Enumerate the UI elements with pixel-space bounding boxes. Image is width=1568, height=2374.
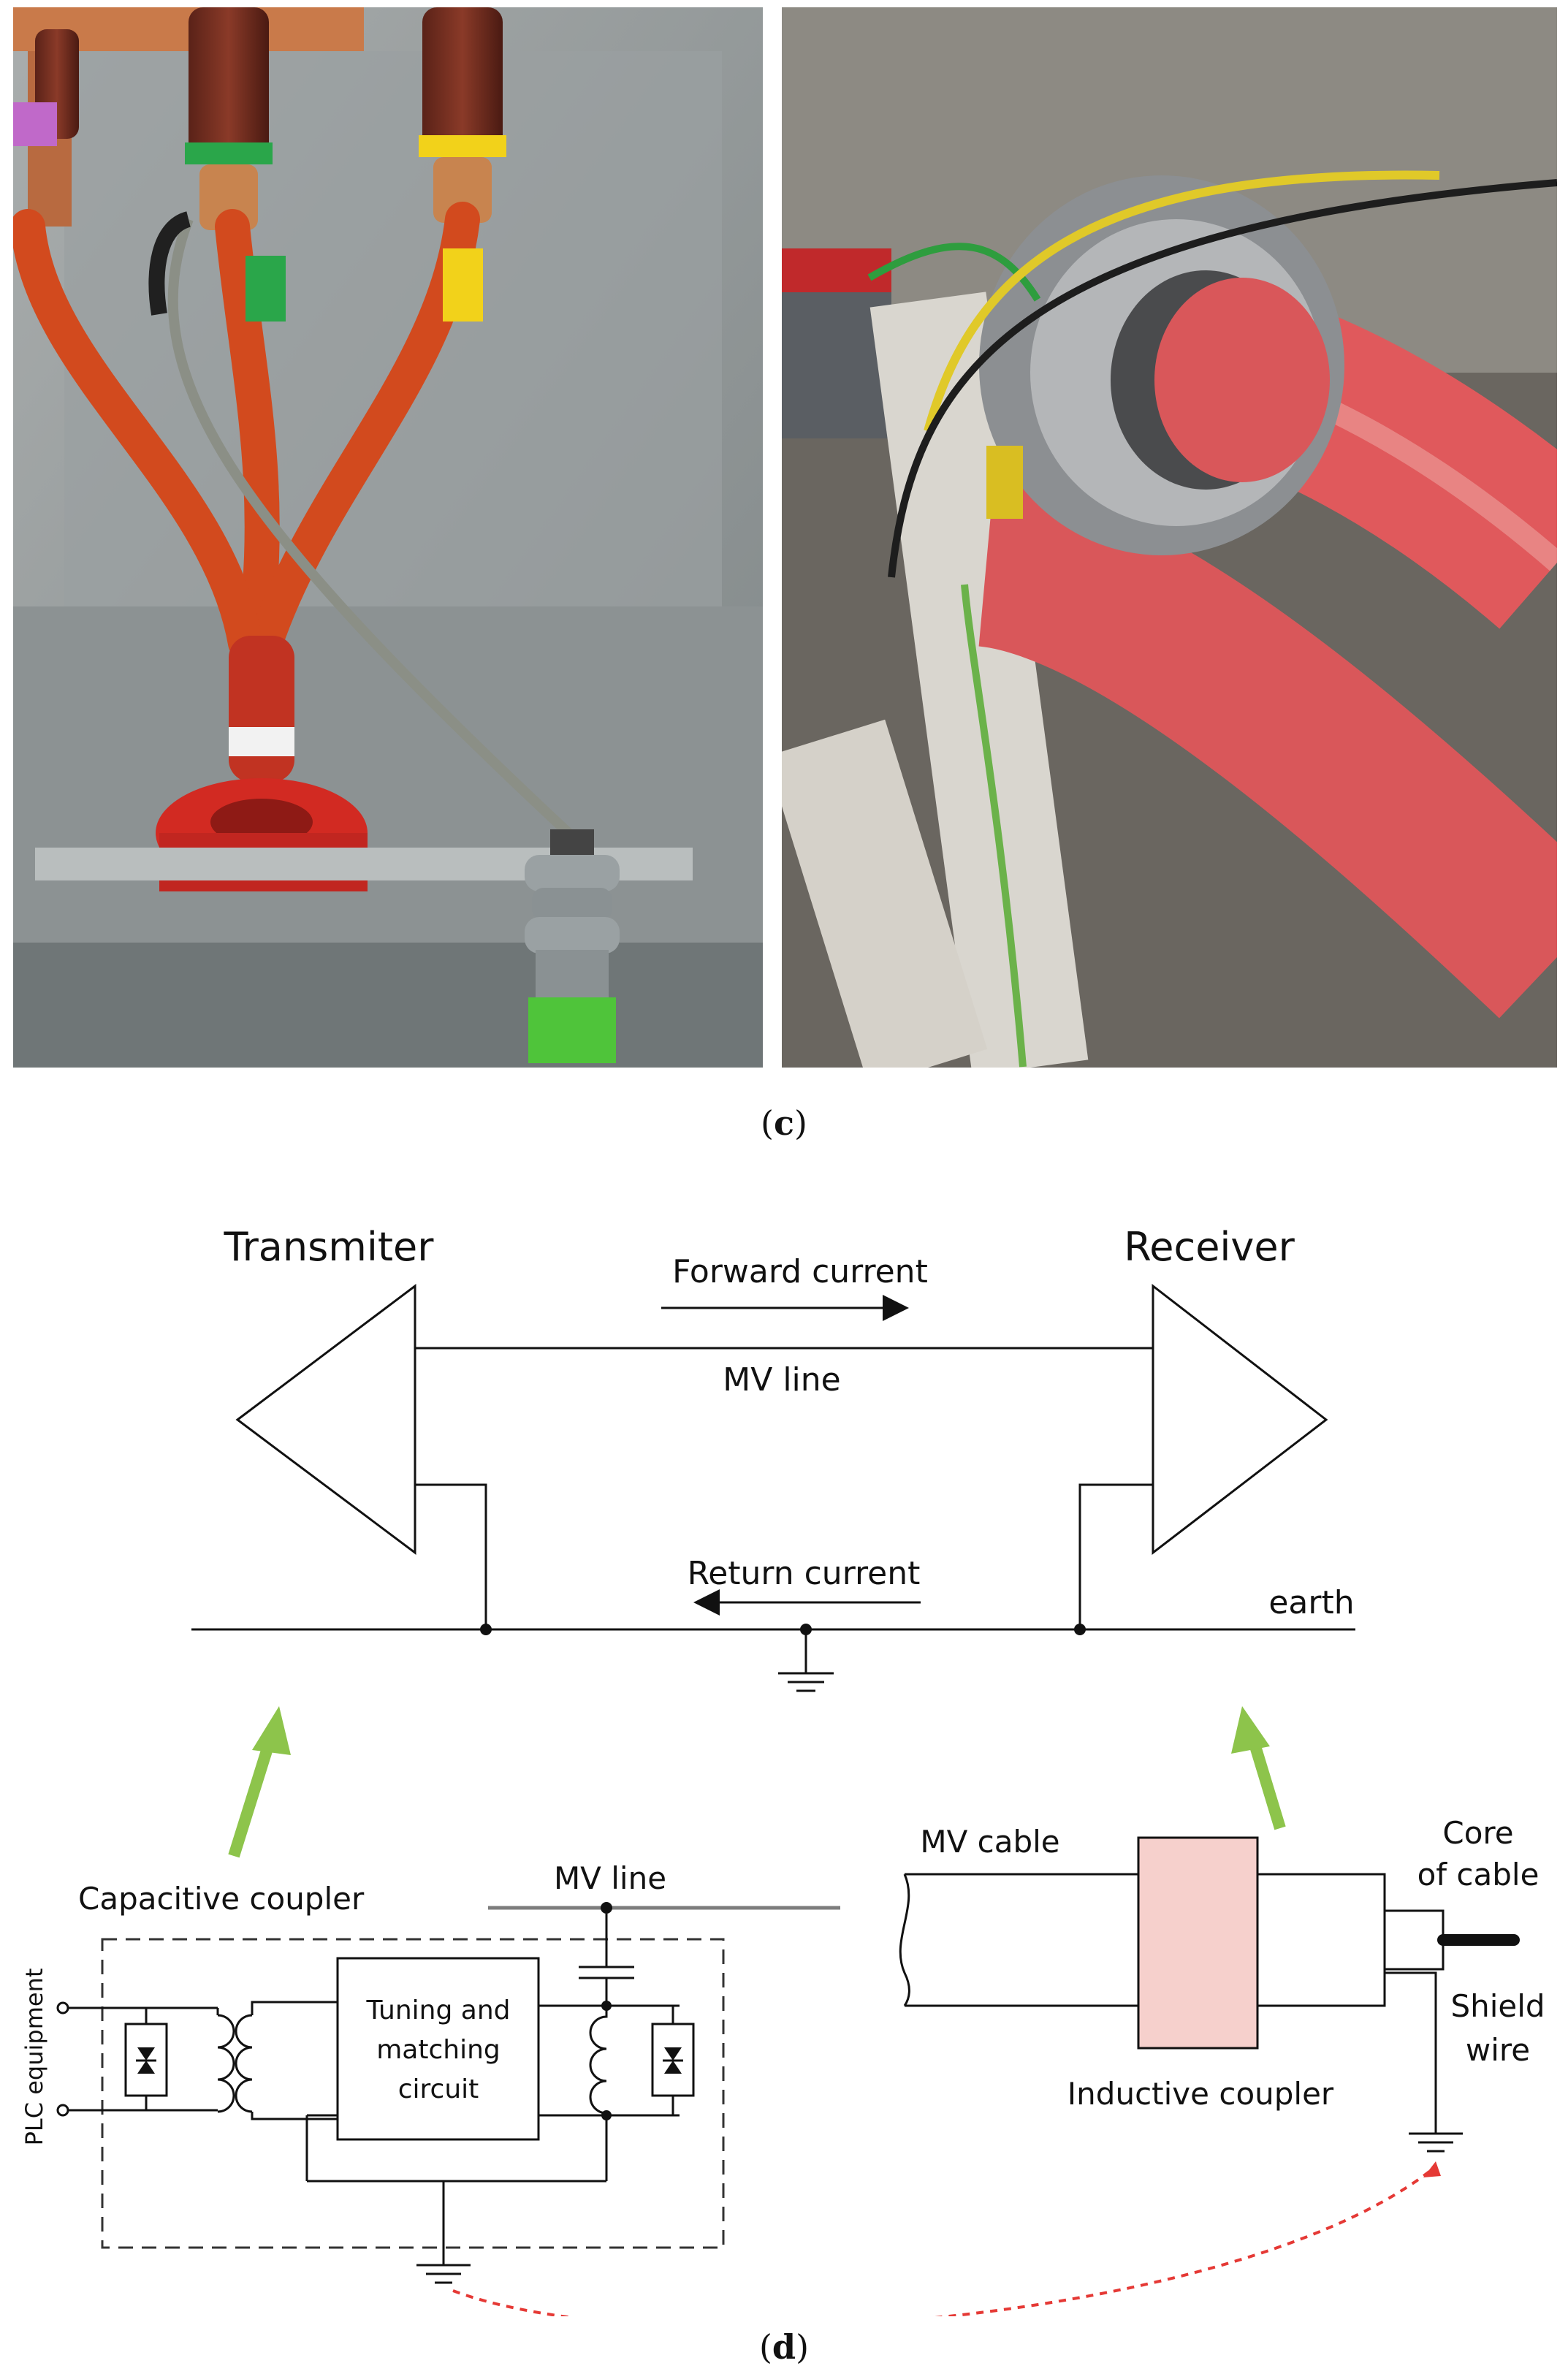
capacitive-coupler-title: Capacitive coupler: [78, 1881, 365, 1917]
receiver-label: Receiver: [1124, 1224, 1295, 1270]
ground-connection-dotted: [452, 2165, 1437, 2316]
transformer-icon: [216, 2001, 338, 2120]
shield-label-2: wire: [1466, 2032, 1530, 2068]
transmitter-triangle: [235, 1283, 416, 1555]
inductive-coupler-photo: [782, 7, 1557, 1068]
return-current-label: Return current: [688, 1555, 921, 1592]
inductive-coupler-body: [1137, 1836, 1259, 2050]
shield-label-1: Shield: [1450, 1988, 1545, 2024]
mv-cable-label: MV cable: [920, 1824, 1059, 1860]
tuning-matching-box: [336, 1957, 540, 2141]
green-arrow-right: [1231, 1706, 1286, 1830]
earth-label: earth: [1268, 1584, 1354, 1621]
forward-current-label: Forward current: [672, 1253, 928, 1290]
caption-d: (d): [758, 2327, 810, 2367]
coupler-dashed-box: [101, 1938, 725, 2249]
shield-wire: [1385, 1971, 1437, 2134]
caption-c: (c): [761, 1103, 807, 1143]
capacitive-mv-line-label: MV line: [554, 1860, 666, 1896]
tuning-line-1: Tuning and: [366, 1996, 511, 2025]
inductive-coupler-label: Inductive coupler: [1067, 2076, 1334, 2112]
inductive-ground-icon: [1409, 2132, 1463, 2153]
surge-protector-right: [651, 2006, 695, 2115]
core-label-2: of cable: [1417, 1857, 1540, 1892]
mv-line-label: MV line: [723, 1361, 840, 1399]
transmitter-label: Transmiter: [224, 1224, 435, 1270]
plc-equipment-label: PLC equipment: [20, 1968, 48, 2146]
center-ground-icon: [778, 1629, 834, 1692]
core-label-1: Core: [1442, 1815, 1513, 1851]
coupling-schematic: Transmiter Receiver Forward current MV l…: [20, 1224, 1545, 2316]
tuning-line-2: matching: [376, 2035, 501, 2065]
green-arrow-left: [228, 1706, 291, 1858]
capacitive-ground-icon: [416, 2181, 471, 2284]
tuning-line-3: circuit: [398, 2074, 479, 2104]
receiver-triangle: [1152, 1283, 1328, 1556]
switchgear-photo: [13, 7, 763, 1068]
surge-protector-left: [124, 2008, 168, 2110]
